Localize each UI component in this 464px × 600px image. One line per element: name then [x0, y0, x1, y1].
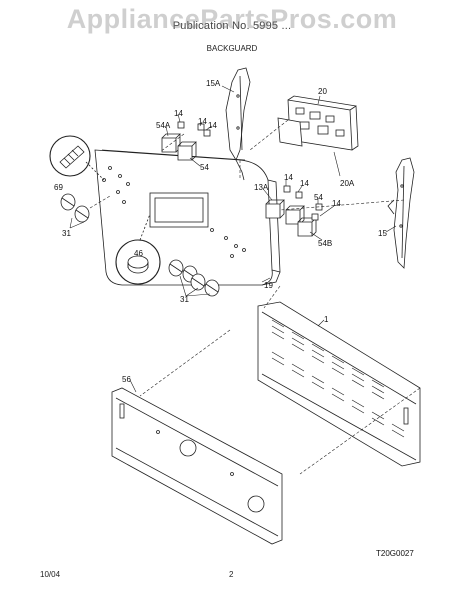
- callout-46: 46: [134, 249, 143, 258]
- callout-54-2: 54: [314, 193, 323, 202]
- detail-circle-69: [49, 135, 105, 181]
- callout-14-4: 14: [284, 173, 293, 182]
- display-window: [149, 192, 209, 228]
- callout-15: 15: [378, 229, 387, 238]
- callout-20a: 20A: [340, 179, 355, 188]
- control-board: [277, 95, 359, 151]
- callout-56: 56: [122, 375, 131, 384]
- board-overlay: [277, 117, 303, 147]
- callout-31-left: 31: [62, 229, 71, 238]
- callout-15a: 15A: [206, 79, 221, 88]
- switch-group-upper: [161, 121, 211, 161]
- callout-20: 20: [318, 87, 327, 96]
- publication-header: Publication No. 5995 ...: [172, 20, 292, 32]
- rear-panel: [257, 301, 421, 467]
- footer-date: 10/04: [40, 570, 61, 579]
- footer-page-number: 2: [229, 570, 234, 579]
- callout-31-bottom: 31: [180, 295, 189, 304]
- knobs-left: [60, 193, 90, 223]
- callout-54-1: 54: [200, 163, 209, 172]
- callout-13a: 13A: [254, 183, 269, 192]
- switch-group-lower: [265, 185, 323, 237]
- callout-14-2: 14: [198, 117, 207, 126]
- callout-14-3: 14: [208, 121, 217, 130]
- callout-54b: 54B: [318, 239, 332, 248]
- end-cap-right: [387, 157, 415, 269]
- callout-14-6: 14: [332, 199, 341, 208]
- leader-lines: [69, 85, 397, 393]
- detail-circle-46: [115, 213, 161, 285]
- bottom-trim: [111, 387, 283, 545]
- knobs-bottom: [168, 259, 220, 297]
- assembly-lines: [89, 119, 421, 475]
- callout-14-1: 14: [174, 109, 183, 118]
- callout-labels: 15A 20 20A 14 14 14 54A 54 69 13A 14 14 …: [54, 79, 414, 558]
- drawing-code: T20G0027: [376, 549, 414, 558]
- callout-69: 69: [54, 183, 63, 192]
- callout-14-5: 14: [300, 179, 309, 188]
- section-title: BACKGUARD: [206, 44, 258, 53]
- callout-19: 19: [264, 281, 273, 290]
- callout-1: 1: [324, 315, 329, 324]
- callout-54a: 54A: [156, 121, 171, 130]
